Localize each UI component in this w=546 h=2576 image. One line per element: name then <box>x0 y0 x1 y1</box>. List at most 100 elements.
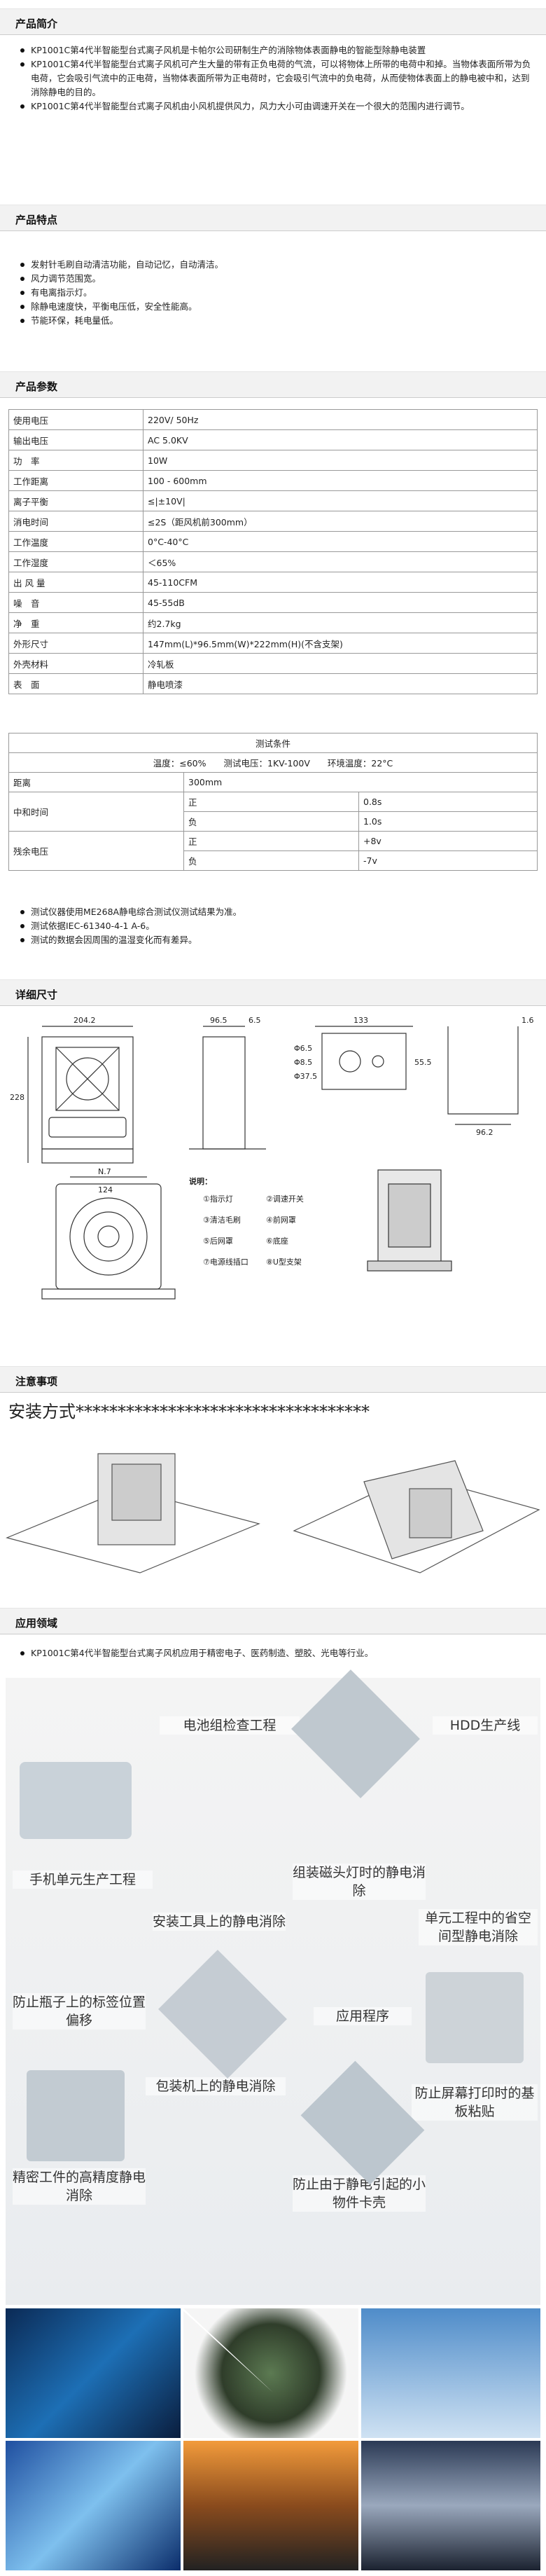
sign: 负 <box>183 850 359 871</box>
table-row: 离子平衡≤|±10V| <box>8 490 538 511</box>
legend-item: ⑥底座 <box>266 1236 288 1246</box>
sign: 正 <box>183 792 359 812</box>
dim-h2: 55.5 <box>414 1058 432 1067</box>
param-value: 147mm(L)*96.5mm(W)*222mm(H)(不含支架) <box>143 633 538 654</box>
value: +8v <box>358 831 538 851</box>
param-label: 消电时间 <box>8 511 144 532</box>
value: -7v <box>358 850 538 871</box>
dim-h1: 228 <box>10 1093 24 1102</box>
param-value: AC 5.0KV <box>143 429 538 450</box>
param-value: ＜65% <box>143 551 538 572</box>
param-value: ≤|±10V| <box>143 490 538 511</box>
photo-factory <box>183 2441 358 2570</box>
list-item: 风力调节范围宽。 <box>18 272 536 286</box>
photo-dna <box>6 2441 181 2570</box>
list-item: 节能环保，耗电量低。 <box>18 314 536 328</box>
dim-d1: Φ6.5 <box>294 1044 312 1053</box>
app-caption: 防止瓶子上的标签位置偏移 <box>13 1993 146 2030</box>
params-header: 产品参数 <box>0 371 546 398</box>
table-row: 外壳材料冷轧板 <box>8 653 538 674</box>
dimension-drawing: 204.2 228 96.5 6.5 133 Φ6.5 Φ8.5 Φ37.5 5… <box>10 1016 534 1300</box>
dim-w3: 6.5 <box>248 1016 261 1025</box>
param-label: 出 风 量 <box>8 572 144 593</box>
value: 1.0s <box>358 811 538 832</box>
app-caption: 应用程序 <box>314 2007 412 2025</box>
param-value: 冷轧板 <box>143 653 538 674</box>
param-value: 220V/ 50Hz <box>143 409 538 430</box>
legend-item: ⑧U型支架 <box>266 1257 302 1267</box>
param-label: 工作湿度 <box>8 551 144 572</box>
dim-d3: Φ37.5 <box>294 1072 317 1081</box>
app-caption: 包装机上的静电消除 <box>146 2077 286 2095</box>
param-value: 约2.7kg <box>143 612 538 633</box>
dim-w2: 96.5 <box>210 1016 227 1025</box>
app-caption: 单元工程中的省空间型静电消除 <box>419 1909 538 1945</box>
intro-header: 产品简介 <box>0 8 546 35</box>
legend-title: 说明： <box>189 1176 212 1186</box>
precautions-title: 注意事项 <box>15 1375 58 1388</box>
table-row: 工作湿度＜65% <box>8 551 538 572</box>
dim-w4: 133 <box>354 1016 368 1025</box>
app-caption: 组装磁头灯时的静电消除 <box>293 1864 426 1900</box>
param-label: 使用电压 <box>8 409 144 430</box>
apps-title: 应用领域 <box>15 1617 58 1630</box>
test-header: 测试条件 <box>8 733 538 753</box>
param-label: 净 重 <box>8 612 144 633</box>
param-label: 外壳材料 <box>8 653 144 674</box>
sign: 负 <box>183 811 359 832</box>
list-item: 测试仪器使用ME268A静电综合测试仪测试结果为准。 <box>18 905 536 919</box>
param-label: 功 率 <box>8 450 144 471</box>
photo-connector <box>183 2308 358 2438</box>
table-row: 消电时间≤2S（距风机前300mm） <box>8 511 538 532</box>
list-item: KP1001C第4代半智能型台式离子风机由小风机提供风力，风力大小可由调速开关在… <box>18 99 536 113</box>
param-value: 100 - 600mm <box>143 470 538 491</box>
sign: 正 <box>183 831 359 851</box>
install-heading: 安装方式*********************************** <box>8 1402 370 1421</box>
dim-w5: 96.2 <box>476 1128 493 1137</box>
photo-frame-overlay <box>181 2308 273 2392</box>
app-caption: 防止屏幕打印时的基板粘贴 <box>412 2084 538 2121</box>
photo-road <box>361 2441 540 2570</box>
param-value: 45-110CFM <box>143 572 538 593</box>
distance-label: 距离 <box>8 772 184 792</box>
app-caption: 防止由于静电引起的小物件卡壳 <box>293 2175 426 2212</box>
test-conditions: 温度：≤60% 测试电压：1KV-100V 环境温度：22°C <box>8 752 538 773</box>
legend-item: ③清洁毛刷 <box>203 1215 241 1225</box>
dims-header: 详细尺寸 <box>0 979 546 1006</box>
param-value: 0°C-40°C <box>143 531 538 552</box>
photo-circuit <box>6 2308 181 2438</box>
residual-label: 残余电压 <box>8 831 184 871</box>
app-caption: HDD生产线 <box>433 1716 538 1735</box>
list-item: 有电离指示灯。 <box>18 286 536 300</box>
apps-illustration: 电池组检查工程 HDD生产线 手机单元生产工程 组装磁头灯时的静电消除 安装工具… <box>6 1669 540 2305</box>
dim-w7: 124 <box>98 1185 113 1194</box>
app-caption: 手机单元生产工程 <box>13 1871 153 1889</box>
apps-header: 应用领域 <box>0 1608 546 1634</box>
app-caption: 电池组检查工程 <box>160 1716 300 1735</box>
dim-w1: 204.2 <box>74 1016 96 1025</box>
legend-item: ⑤后网罩 <box>203 1237 233 1246</box>
dim-w6: N.7 <box>98 1167 111 1176</box>
dims-title: 详细尺寸 <box>15 989 58 1001</box>
param-value: 10W <box>143 450 538 471</box>
param-value: 45-55dB <box>143 592 538 613</box>
param-label: 离子平衡 <box>8 490 144 511</box>
intro-title: 产品简介 <box>15 18 58 30</box>
precautions-header: 注意事项 <box>0 1366 546 1393</box>
app-caption: 安装工具上的静电消除 <box>153 1913 286 1931</box>
features-list: 发射针毛刷自动清洁功能，自动记忆，自动清洁。 风力调节范围宽。 有电离指示灯。 … <box>18 258 536 328</box>
features-header: 产品特点 <box>0 205 546 231</box>
param-label: 噪 音 <box>8 592 144 613</box>
param-value: 静电喷漆 <box>143 673 538 694</box>
table-row: 净 重约2.7kg <box>8 612 538 633</box>
notes-list: 测试仪器使用ME268A静电综合测试仪测试结果为准。 测试依据IEC-61340… <box>18 905 536 947</box>
neutral-label: 中和时间 <box>8 792 184 832</box>
